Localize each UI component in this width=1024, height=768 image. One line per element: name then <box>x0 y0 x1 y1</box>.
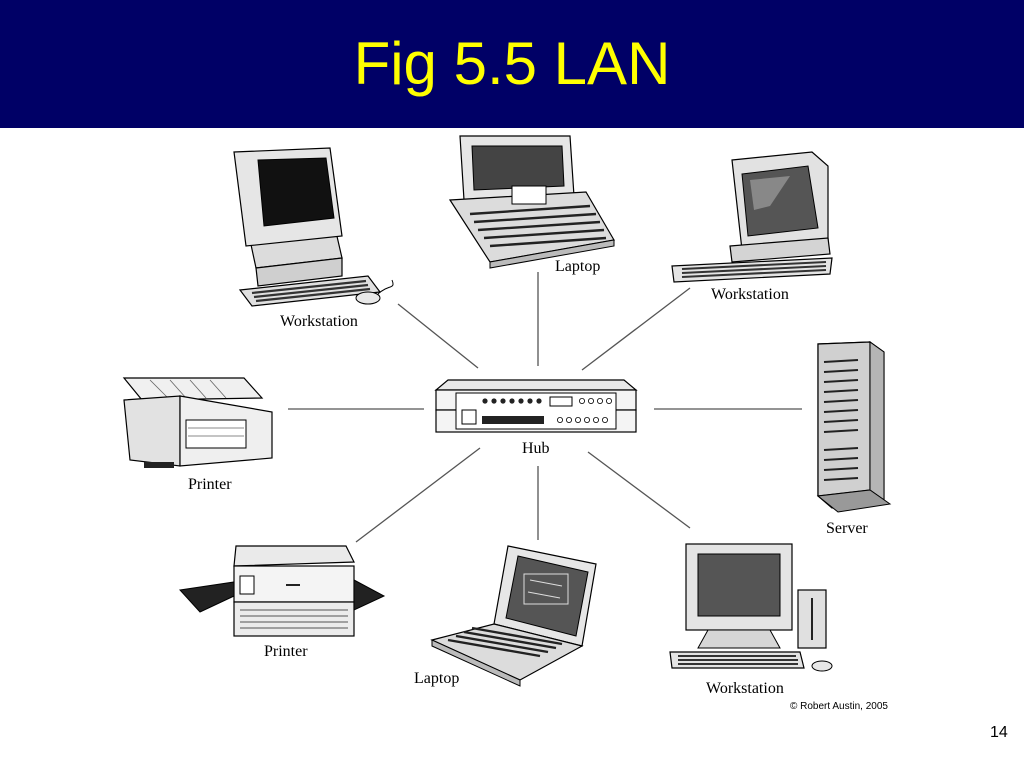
label-workstation-top-left: Workstation <box>280 313 358 330</box>
server-device <box>816 341 892 513</box>
printer-left-device <box>122 377 273 468</box>
label-workstation-top-right: Workstation <box>711 286 789 303</box>
laptop-bottom-device <box>430 545 597 687</box>
workstation-bottom-right-device <box>669 543 833 672</box>
link-printer-bottom <box>355 447 481 543</box>
link-workstation-bottom-right <box>587 451 691 529</box>
connection-lines <box>288 272 802 543</box>
title-banner <box>0 0 1024 128</box>
workstation-top-right-device <box>671 151 833 283</box>
label-workstation-bottom-right: Workstation <box>706 680 784 697</box>
label-hub: Hub <box>522 440 550 457</box>
printer-bottom-device <box>178 545 386 637</box>
label-server: Server <box>826 520 868 537</box>
copyright-text: © Robert Austin, 2005 <box>790 701 888 712</box>
page-number: 14 <box>990 724 1008 741</box>
hub-device <box>434 379 638 433</box>
link-workstation-top-left <box>397 303 479 369</box>
link-workstation-top-right <box>581 287 691 371</box>
workstation-top-left-device <box>233 147 394 307</box>
slide-title: Fig 5.5 LAN <box>353 30 671 97</box>
label-laptop-bottom: Laptop <box>414 670 460 687</box>
label-laptop-top: Laptop <box>555 258 601 275</box>
label-printer-left: Printer <box>188 476 232 493</box>
laptop-top-device <box>448 135 615 269</box>
label-printer-bottom: Printer <box>264 643 308 660</box>
